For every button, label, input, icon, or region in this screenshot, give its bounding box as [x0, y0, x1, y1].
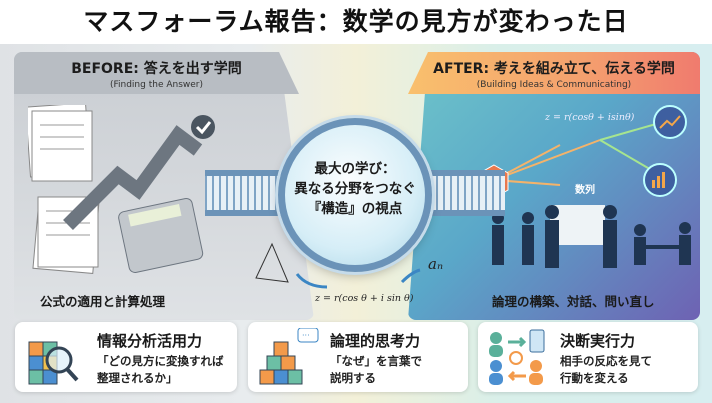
before-caption: 公式の適用と計算処理 [40, 294, 166, 309]
after-subheading: (Building Ideas & Communicating) [476, 80, 632, 90]
cube-magnifier-icon [28, 341, 79, 385]
line-chart-icon [653, 105, 687, 139]
checkmark-icon [191, 115, 215, 139]
magnifying-lens: 最大の学び： 異なる分野をつなぐ 『構造』の視点 [278, 118, 432, 272]
paperwork-calculator-illustration [28, 105, 215, 275]
before-heading: BEFORE: 答えを出す学問 [71, 61, 242, 77]
after-caption: 論理の構築、対話、問い直し [492, 294, 655, 309]
skill-card-decision: 決断実行力 相手の反応を見て 行動を変える [478, 322, 698, 392]
card-title: 情報分析活用力 [97, 332, 203, 350]
after-header: AFTER: 考えを組み立て、伝える学問 (Building Ideas & C… [408, 52, 700, 94]
after-formula: z = r(cosθ + isinθ) [545, 112, 635, 123]
arrow-icon [295, 273, 328, 289]
arrow-icon [400, 268, 421, 284]
after-heading: AFTER: 考えを組み立て、伝える学問 [433, 61, 675, 77]
card-title: 論理的思考力 [330, 332, 421, 350]
center-line-3: 『構造』の視点 [307, 201, 403, 217]
pyramid-arrows [255, 242, 421, 289]
center-formula: z = r(cos θ + i sin θ) [315, 293, 414, 304]
card-description: 相手の反応を見て 行動を変える [560, 354, 652, 385]
center-line-2: 異なる分野をつなぐ [294, 181, 416, 197]
svg-text:···: ··· [302, 331, 310, 340]
card-title: 決断実行力 [560, 332, 636, 350]
calculator-icon [118, 197, 204, 273]
skill-card-analysis: 情報分析活用力 「どの見方に変換すれば 整理されるか」 [15, 322, 237, 392]
blocks-speech-icon: ··· [259, 328, 319, 385]
skill-card-logic: ··· 論理的思考力 「なぜ」を言葉で 説明する [248, 322, 468, 392]
paper-stack-icon [28, 105, 100, 275]
card-description: 「なぜ」を言葉で 説明する [330, 354, 422, 385]
center-line-1: 最大の学び： [314, 161, 396, 177]
sequence-symbol: aₙ [428, 255, 444, 273]
before-subheading: (Finding the Answer) [109, 80, 204, 90]
card-description: 「どの見方に変換すれば 整理されるか」 [97, 354, 224, 385]
before-header: BEFORE: 答えを出す学問 (Finding the Answer) [14, 52, 299, 94]
page-title: マスフォーラム報告：数学の見方が変わった日 [0, 0, 712, 44]
network-team-illustration [480, 105, 691, 268]
people-exchange-icon [489, 329, 545, 385]
node-label: 数列 [575, 185, 595, 196]
pyramid-icon [255, 242, 289, 283]
team-silhouettes [492, 205, 691, 268]
